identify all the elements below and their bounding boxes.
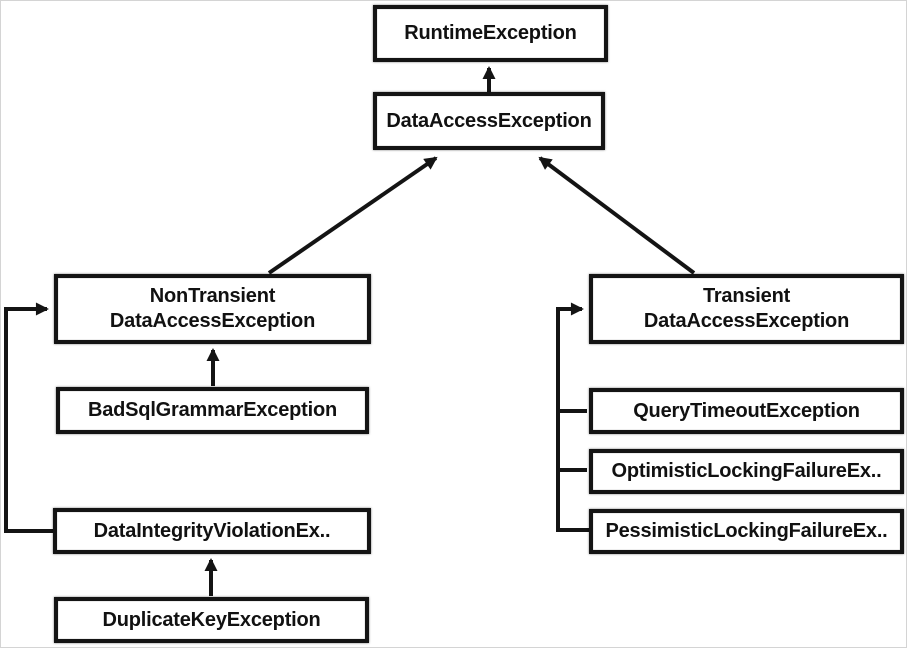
node-label: DataIntegrityViolationEx..	[93, 519, 331, 542]
node-label: RuntimeException	[404, 22, 577, 44]
node-transient-data-access-exception: Transient DataAccessException	[589, 274, 904, 344]
node-data-access-exception: DataAccessException	[373, 92, 605, 150]
edge-pessimistic-to-transient	[556, 302, 589, 532]
node-data-integrity-violation-exception: DataIntegrityViolationEx..	[53, 508, 371, 554]
node-label: OptimisticLockingFailureEx..	[611, 460, 882, 482]
node-label: QueryTimeoutException	[633, 399, 860, 422]
node-pessimistic-locking-failure-exception: PessimisticLockingFailureEx..	[589, 509, 904, 554]
node-label: DataAccessException	[386, 109, 592, 132]
node-query-timeout-exception: QueryTimeoutException	[589, 388, 904, 434]
node-runtime-exception: RuntimeException	[373, 5, 608, 62]
node-label-line1: Transient	[702, 285, 791, 307]
node-label-line1: NonTransient	[149, 285, 276, 307]
node-label-line2: DataAccessException	[109, 310, 316, 332]
node-optimistic-locking-failure-exception: OptimisticLockingFailureEx..	[589, 449, 904, 494]
node-duplicate-key-exception: DuplicateKeyException	[54, 597, 369, 643]
node-non-transient-data-access-exception: NonTransient DataAccessException	[54, 274, 371, 344]
node-label: DuplicateKeyException	[102, 608, 321, 631]
edge-nontransient-to-dataaccess	[267, 156, 438, 275]
node-label-line2: DataAccessException	[643, 310, 850, 332]
node-bad-sql-grammar-exception: BadSqlGrammarException	[56, 387, 369, 434]
edge-transient-to-dataaccess	[538, 156, 696, 275]
node-label: BadSqlGrammarException	[87, 399, 337, 421]
edge-dataintegrity-to-nontransient	[4, 302, 54, 533]
node-label: PessimisticLockingFailureEx..	[605, 520, 888, 542]
